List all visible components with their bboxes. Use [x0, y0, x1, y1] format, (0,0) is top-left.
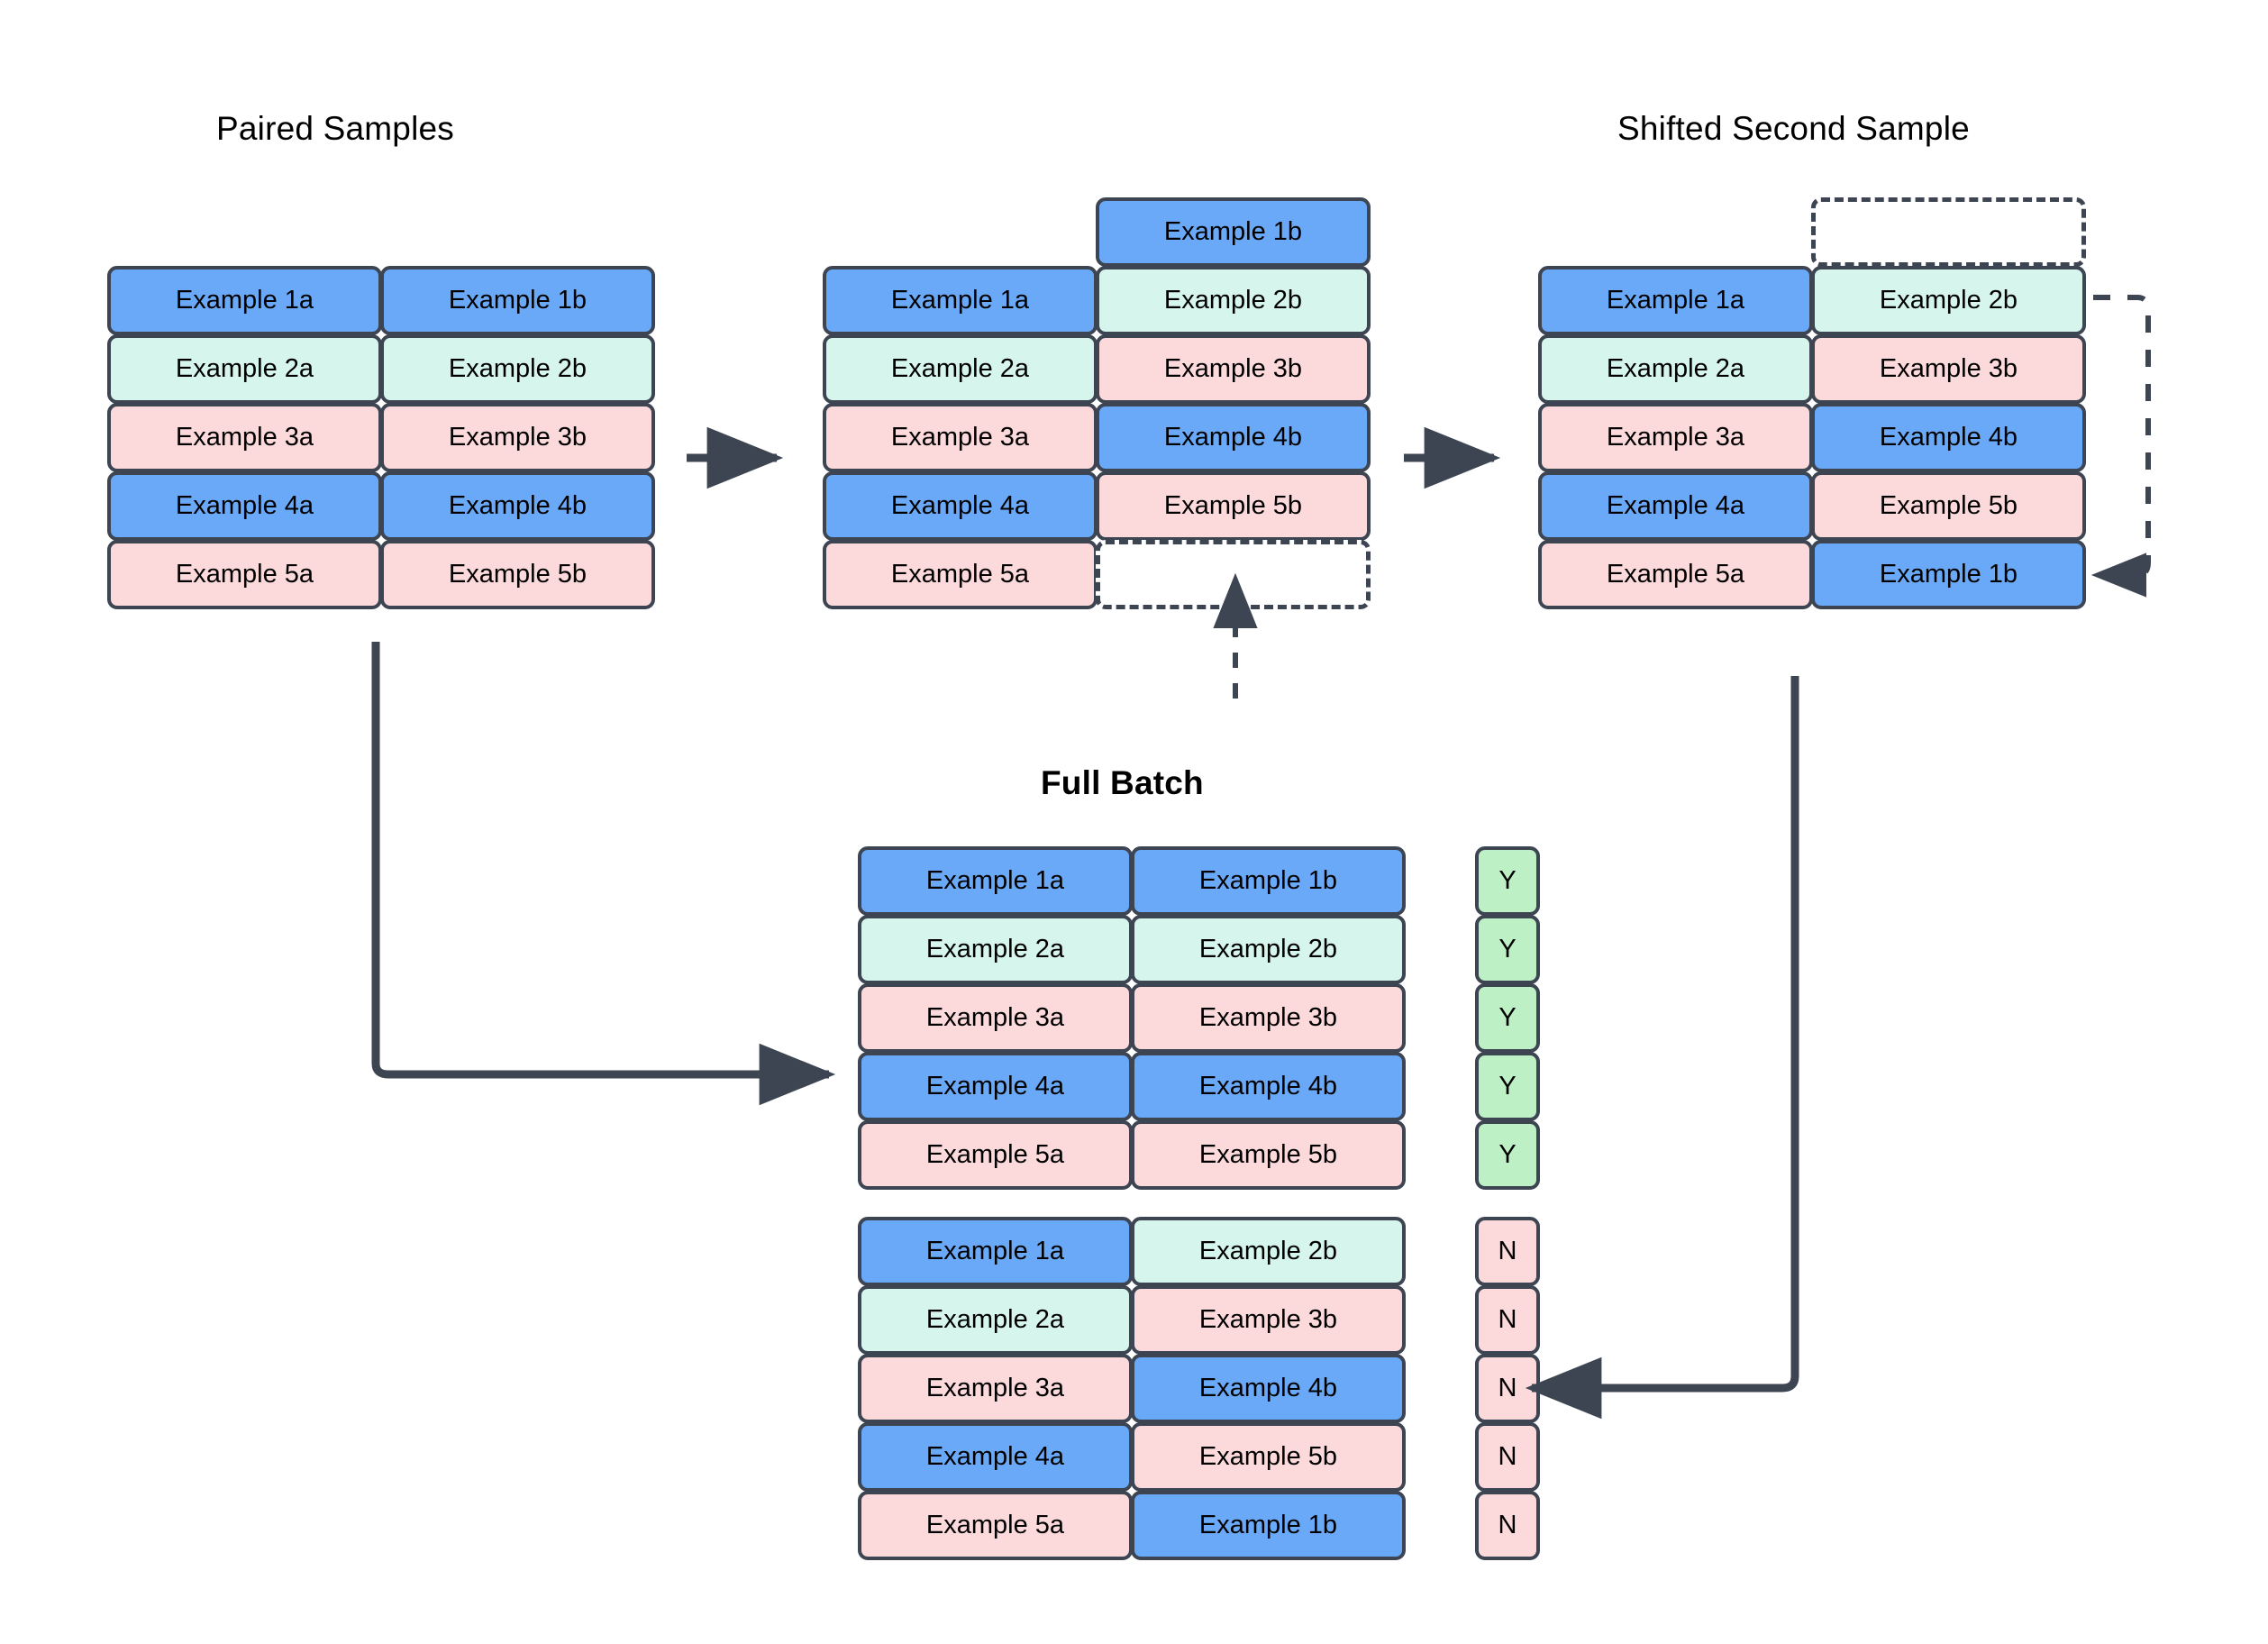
shifting-empty-slot: [1096, 540, 1371, 609]
batch-pos-cell-b4: Example 4b: [1131, 1052, 1406, 1121]
shifted-cell-a2: Example 2a: [1538, 334, 1813, 404]
full-batch-title: Full Batch: [1041, 764, 1204, 801]
shifting-cell-a3: Example 3a: [823, 403, 1098, 472]
shifting-cell-a2: Example 2a: [823, 334, 1098, 404]
batch-neg-tag-5: N: [1475, 1491, 1540, 1560]
batch-neg-tag-2: N: [1475, 1285, 1540, 1355]
paired-cell-a4: Example 4a: [107, 471, 382, 541]
batch-pos-cell-b2: Example 2b: [1131, 915, 1406, 984]
shifting-cell-a5: Example 5a: [823, 540, 1098, 609]
paired-samples-title: Paired Samples: [216, 110, 454, 147]
batch-neg-tag-4: N: [1475, 1422, 1540, 1492]
batch-pos-cell-a3: Example 3a: [858, 983, 1133, 1053]
batch-neg-tag-1: N: [1475, 1217, 1540, 1286]
paired-cell-a1: Example 1a: [107, 266, 382, 335]
batch-pos-cell-b3: Example 3b: [1131, 983, 1406, 1053]
batch-pos-cell-a2: Example 2a: [858, 915, 1133, 984]
shifted-cell-b5: Example 5b: [1811, 471, 2086, 541]
batch-neg-cell-b3: Example 3b: [1131, 1285, 1406, 1355]
arrow-shifted-to-full-batch: [1525, 676, 1799, 1420]
batch-neg-cell-b4: Example 4b: [1131, 1354, 1406, 1423]
batch-neg-cell-a3: Example 3a: [858, 1354, 1133, 1423]
shifting-cell-b3: Example 3b: [1096, 334, 1371, 404]
shifted-cell-b3: Example 3b: [1811, 334, 2086, 404]
paired-cell-a3: Example 3a: [107, 403, 382, 472]
batch-neg-cell-a2: Example 2a: [858, 1285, 1133, 1355]
batch-neg-cell-a5: Example 5a: [858, 1491, 1133, 1560]
shifted-cell-b2: Example 2b: [1811, 266, 2086, 335]
paired-cell-a2: Example 2a: [107, 334, 382, 404]
batch-neg-cell-a4: Example 4a: [858, 1422, 1133, 1492]
paired-cell-b2: Example 2b: [380, 334, 655, 404]
batch-neg-cell-a1: Example 1a: [858, 1217, 1133, 1286]
shifted-cell-a5: Example 5a: [1538, 540, 1813, 609]
arrow-paired-to-full-batch: [371, 642, 836, 1106]
batch-neg-cell-b2: Example 2b: [1131, 1217, 1406, 1286]
batch-pos-cell-b5: Example 5b: [1131, 1120, 1406, 1190]
paired-cell-b1: Example 1b: [380, 266, 655, 335]
batch-neg-cell-b5: Example 5b: [1131, 1422, 1406, 1492]
batch-pos-cell-b1: Example 1b: [1131, 846, 1406, 916]
paired-cell-b3: Example 3b: [380, 403, 655, 472]
shifting-cell-a1: Example 1a: [823, 266, 1098, 335]
batch-pos-tag-5: Y: [1475, 1120, 1540, 1190]
shifted-cell-a3: Example 3a: [1538, 403, 1813, 472]
paired-cell-b4: Example 4b: [380, 471, 655, 541]
batch-pos-tag-4: Y: [1475, 1052, 1540, 1121]
shifting-floating-cell-b1: Example 1b: [1096, 197, 1371, 267]
paired-cell-a5: Example 5a: [107, 540, 382, 609]
shifted-cell-b4: Example 4b: [1811, 403, 2086, 472]
shifted-cell-b1: Example 1b: [1811, 540, 2086, 609]
batch-pos-cell-a4: Example 4a: [858, 1052, 1133, 1121]
batch-pos-tag-1: Y: [1475, 846, 1540, 916]
batch-pos-tag-2: Y: [1475, 915, 1540, 984]
shifting-cell-a4: Example 4a: [823, 471, 1098, 541]
shifting-cell-b4: Example 4b: [1096, 403, 1371, 472]
batch-pos-cell-a1: Example 1a: [858, 846, 1133, 916]
shifting-cell-b5: Example 5b: [1096, 471, 1371, 541]
shifted-second-sample-title: Shifted Second Sample: [1617, 110, 1970, 147]
batch-neg-tag-3: N: [1475, 1354, 1540, 1423]
batch-pos-cell-a5: Example 5a: [858, 1120, 1133, 1190]
paired-cell-b5: Example 5b: [380, 540, 655, 609]
batch-neg-cell-b1: Example 1b: [1131, 1491, 1406, 1560]
batch-pos-tag-3: Y: [1475, 983, 1540, 1053]
shifted-cell-a1: Example 1a: [1538, 266, 1813, 335]
shifting-cell-b2: Example 2b: [1096, 266, 1371, 335]
shifted-cell-a4: Example 4a: [1538, 471, 1813, 541]
shifted-empty-slot: [1811, 197, 2086, 267]
arrow-wraparound-to-last-row: [2090, 295, 2151, 598]
